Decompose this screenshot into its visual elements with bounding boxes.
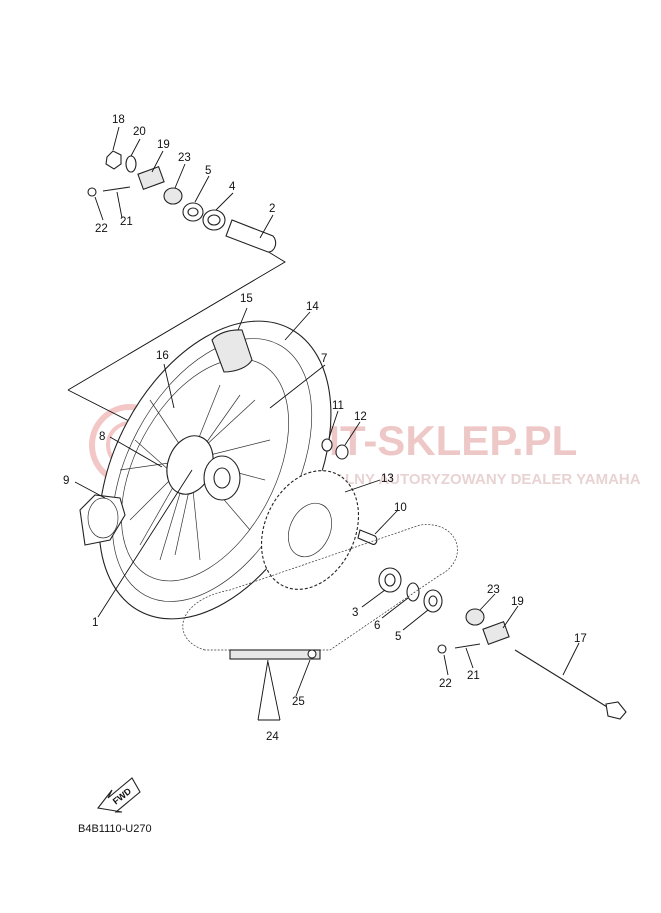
spacer-2 bbox=[225, 219, 277, 253]
nut-22 bbox=[87, 187, 97, 197]
label-21-top: 21 bbox=[120, 216, 133, 228]
washer-20 bbox=[125, 155, 137, 173]
label-6: 6 bbox=[374, 620, 380, 632]
rim-lock-15 bbox=[211, 329, 253, 373]
watermark-brand: MT-SKLEP.PL bbox=[305, 417, 577, 464]
label-2: 2 bbox=[269, 203, 275, 215]
label-10: 10 bbox=[394, 502, 407, 514]
nut-18 bbox=[105, 150, 122, 170]
label-4: 4 bbox=[229, 181, 236, 193]
label-23-right: 23 bbox=[487, 584, 500, 596]
label-19: 19 bbox=[157, 139, 170, 151]
adjuster-19-right bbox=[482, 621, 510, 645]
joint-25 bbox=[307, 649, 317, 659]
bolt-10 bbox=[357, 529, 378, 546]
label-11: 11 bbox=[332, 400, 344, 412]
collar-23-right bbox=[465, 608, 485, 626]
label-23: 23 bbox=[178, 152, 191, 164]
label-12: 12 bbox=[354, 411, 367, 423]
label-24: 24 bbox=[266, 731, 279, 743]
watermark: MT-SKLEP.PL OFICJALNY AUTORYZOWANY DEALE… bbox=[89, 404, 641, 488]
adjuster-19 bbox=[137, 166, 165, 190]
label-15: 15 bbox=[240, 293, 253, 305]
label-20: 20 bbox=[133, 126, 146, 138]
nut-22-right bbox=[437, 644, 447, 654]
washer-12 bbox=[335, 444, 349, 460]
axle-head bbox=[605, 701, 627, 720]
label-8: 8 bbox=[99, 431, 105, 443]
label-21-right: 21 bbox=[467, 670, 480, 682]
diagram-code: B4B1110-U270 bbox=[78, 823, 152, 835]
circlip-6 bbox=[406, 582, 420, 602]
label-13: 13 bbox=[381, 473, 394, 485]
sprocket-13 bbox=[260, 470, 360, 590]
label-16: 16 bbox=[156, 350, 169, 362]
label-25: 25 bbox=[292, 696, 305, 708]
bolt-21 bbox=[102, 186, 131, 192]
collar-23 bbox=[163, 187, 183, 205]
label-18: 18 bbox=[112, 114, 125, 126]
drive-chain-24 bbox=[182, 524, 458, 660]
label-5-top: 5 bbox=[205, 165, 211, 177]
label-22-right: 22 bbox=[439, 678, 452, 690]
top-parts bbox=[87, 150, 277, 253]
axle-17 bbox=[514, 649, 613, 711]
label-22-top: 22 bbox=[95, 223, 108, 235]
axle-parts-right bbox=[437, 608, 627, 720]
part-labels: 18 20 19 23 5 4 2 22 21 15 14 16 7 8 9 1… bbox=[63, 114, 587, 743]
bolt-21-right bbox=[454, 643, 481, 649]
watermark-tagline: OFICJALNY AUTORYZOWANY DEALER YAMAHA bbox=[290, 471, 641, 488]
fwd-arrow-icon: FWD bbox=[96, 777, 141, 813]
bearing-11 bbox=[321, 438, 333, 452]
label-9: 9 bbox=[63, 475, 69, 487]
label-14: 14 bbox=[306, 301, 319, 313]
label-17: 17 bbox=[574, 633, 587, 645]
label-7: 7 bbox=[321, 353, 327, 365]
label-3: 3 bbox=[352, 607, 358, 619]
small-parts-right bbox=[321, 438, 443, 613]
chain-segment bbox=[229, 649, 321, 660]
label-19-right: 19 bbox=[511, 596, 524, 608]
label-5: 5 bbox=[395, 631, 401, 643]
leader-lines bbox=[74, 126, 580, 721]
label-1: 1 bbox=[92, 617, 98, 629]
